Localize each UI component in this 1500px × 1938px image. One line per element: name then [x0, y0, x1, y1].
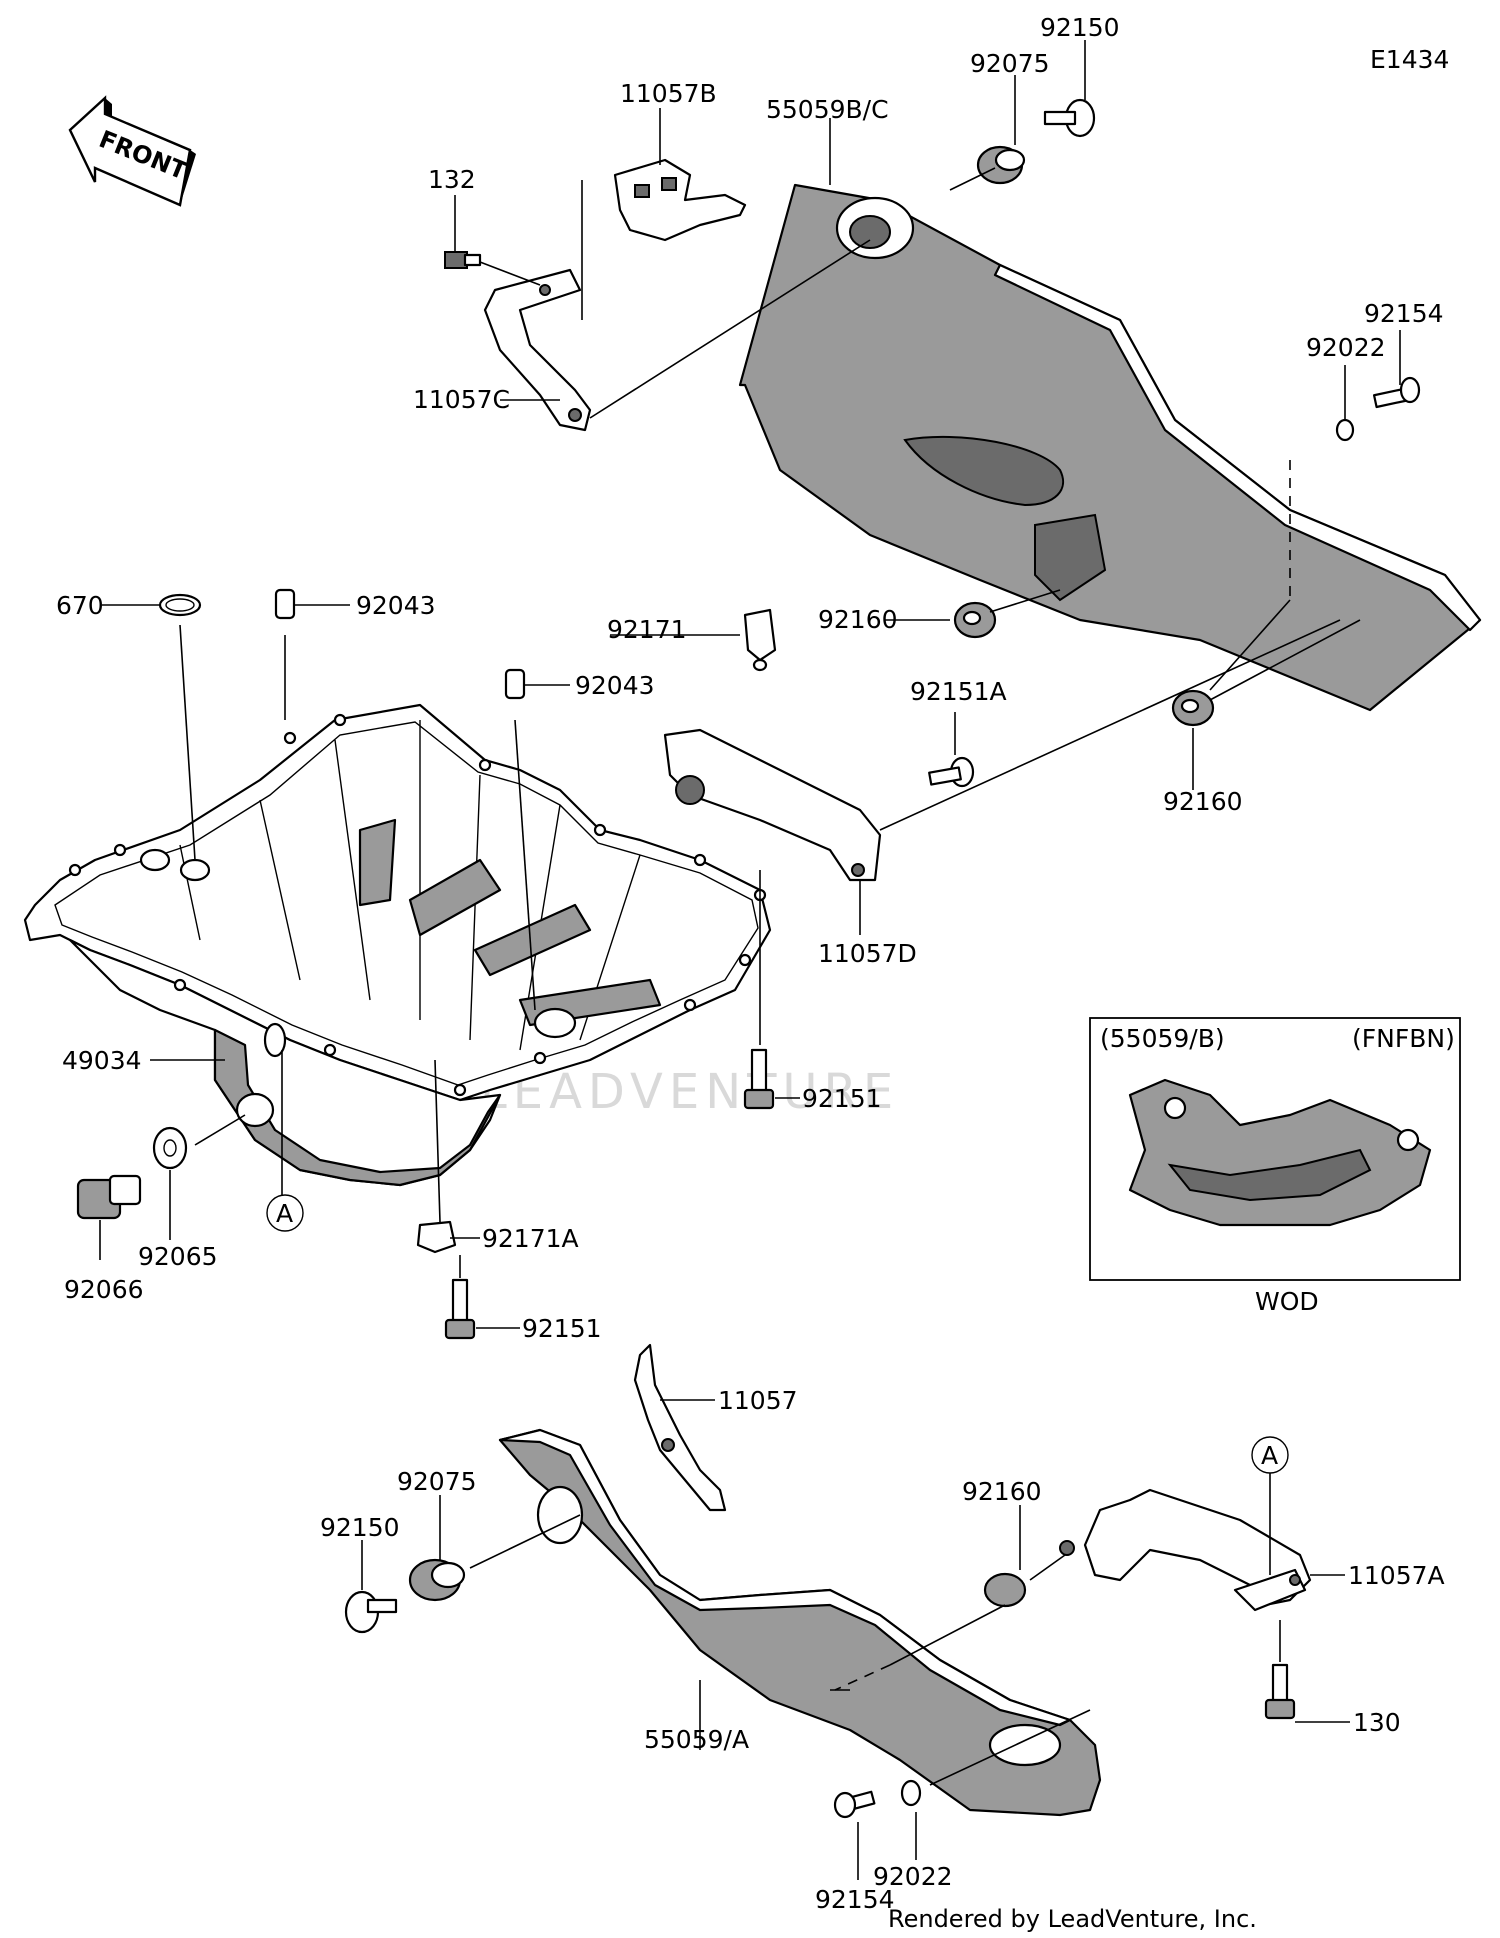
clip-92171a — [416, 1220, 457, 1254]
bracket-11057d — [663, 728, 882, 882]
leader-lines-middle — [99, 604, 1194, 1329]
callout-92171a: 92171A — [482, 1224, 579, 1253]
callout-11057c: 11057C — [413, 385, 510, 414]
callout-labels: 92150 92075 11057B 55059B/C 132 11057C 9… — [56, 13, 1445, 1914]
inset-right-label: (FNFBN) — [1352, 1024, 1455, 1053]
callout-55059bc: 55059B/C — [766, 95, 889, 124]
bolt-92154-bot — [833, 1790, 876, 1819]
grommet-92160-a — [953, 601, 997, 639]
bracket-11057b — [613, 158, 747, 242]
front-arrow-icon: FRONT — [68, 95, 196, 207]
clip-92171 — [743, 608, 777, 672]
bolt-92151-b — [444, 1278, 476, 1340]
inset-left-label: (55059/B) — [1100, 1024, 1225, 1053]
callout-92043-b: 92043 — [575, 671, 655, 700]
callout-92154-top: 92154 — [1364, 299, 1444, 328]
washer-92022-top — [1335, 418, 1355, 442]
washer-92022-bot — [900, 1779, 922, 1807]
grommet-92160-b — [1171, 689, 1215, 727]
diagram-id: E1434 — [1370, 45, 1449, 74]
callout-92151-b: 92151 — [522, 1314, 602, 1343]
callout-ref-a1: A — [276, 1199, 293, 1228]
bolt-130 — [1264, 1663, 1296, 1720]
reference-a-marker-1 — [266, 1194, 304, 1232]
callout-11057a: 11057A — [1348, 1561, 1445, 1590]
callout-92154-bot: 92154 — [815, 1885, 895, 1914]
leader-lines-bottom — [361, 1399, 1350, 1880]
o-ring-670 — [158, 593, 202, 617]
callout-92065: 92065 — [138, 1242, 218, 1271]
bolt-92150-bot — [344, 1590, 398, 1634]
callout-92043-a: 92043 — [356, 591, 436, 620]
leader-lines-top — [454, 40, 1401, 935]
callout-92066: 92066 — [64, 1275, 144, 1304]
callout-130: 130 — [1353, 1708, 1401, 1737]
washer-92065 — [152, 1126, 188, 1170]
callout-92075-top: 92075 — [970, 49, 1050, 78]
bolt-92151-a — [743, 1048, 775, 1110]
callout-55059a: 55059/A — [644, 1725, 749, 1754]
callout-92171: 92171 — [607, 615, 687, 644]
callout-92151a: 92151A — [910, 677, 1007, 706]
callout-92150-bot: 92150 — [320, 1513, 400, 1542]
grommet-92160-c — [983, 1572, 1027, 1608]
grommet-92075-bot — [408, 1558, 466, 1602]
callout-11057: 11057 — [718, 1386, 798, 1415]
inset-caption: WOD — [1255, 1287, 1319, 1316]
callout-92150-top: 92150 — [1040, 13, 1120, 42]
callout-92151-a: 92151 — [802, 1084, 882, 1113]
oil-pan-49034 — [23, 703, 772, 1187]
callout-670: 670 — [56, 591, 104, 620]
drain-plug-92066 — [76, 1174, 142, 1220]
engine-cover-55059bc — [738, 183, 1482, 712]
bolt-132 — [444, 251, 482, 269]
callout-92160-a: 92160 — [818, 605, 898, 634]
bracket-11057 — [633, 1343, 727, 1512]
bracket-11057c — [483, 268, 592, 432]
callout-92075-bot: 92075 — [397, 1467, 477, 1496]
callout-92022-top: 92022 — [1306, 333, 1386, 362]
bolt-92151a — [928, 756, 975, 788]
callout-92160-c: 92160 — [962, 1477, 1042, 1506]
callout-11057d: 11057D — [818, 939, 917, 968]
dowel-92043-a — [274, 588, 296, 620]
grommet-92075-top — [976, 145, 1026, 185]
bolt-92154-top — [1372, 376, 1421, 409]
bolt-92150-top — [1043, 98, 1096, 138]
callout-49034: 49034 — [62, 1046, 142, 1075]
callout-11057b: 11057B — [620, 79, 717, 108]
footer-credit: Rendered by LeadVenture, Inc. — [888, 1905, 1257, 1933]
inset-wod: (55059/B) (FNFBN) WOD — [1089, 1017, 1461, 1316]
callout-92022-bot: 92022 — [873, 1862, 953, 1891]
callout-92160-b: 92160 — [1163, 787, 1243, 816]
dowel-92043-b — [504, 668, 526, 700]
callout-132: 132 — [428, 165, 476, 194]
bracket-11057a — [1059, 1488, 1312, 1612]
callout-ref-a2: A — [1261, 1441, 1278, 1470]
